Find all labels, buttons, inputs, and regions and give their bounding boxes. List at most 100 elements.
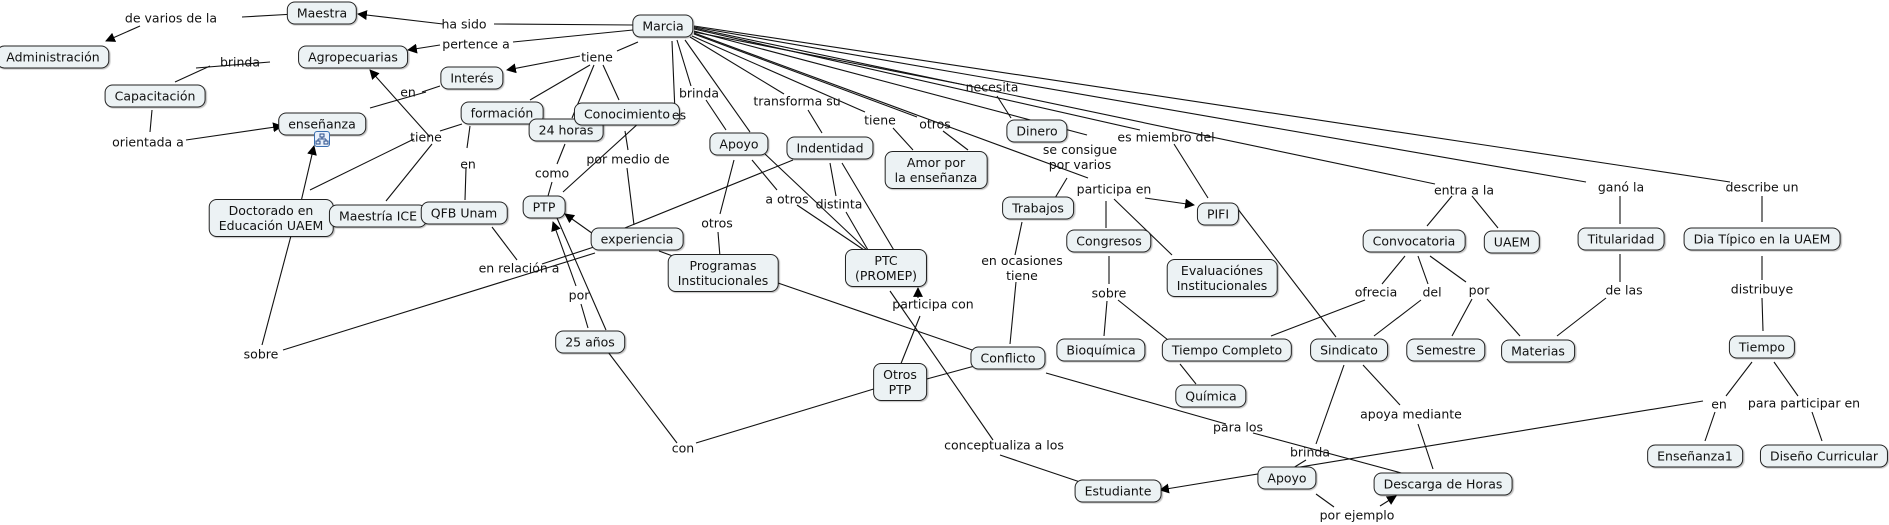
connection-line: [1113, 198, 1173, 256]
connection-line: [889, 290, 994, 441]
connection-line: [942, 130, 969, 151]
concept-node-marcia[interactable]: Marcia: [632, 14, 694, 38]
linking-phrase-tiene: tiene: [864, 112, 896, 128]
linking-phrase-en-relacion-a: en relación a: [478, 260, 560, 276]
connection-line: [493, 23, 634, 26]
connection-line: [764, 153, 871, 254]
linking-phrase-es-miembro-del: es miembro del: [1117, 129, 1215, 145]
concept-node-estudiante[interactable]: Estudiante: [1074, 479, 1162, 503]
concept-map-link-icon[interactable]: [314, 131, 330, 147]
connection-line: [1315, 364, 1345, 445]
concept-node-programas-institucionales[interactable]: Programas Institucionales: [667, 254, 779, 292]
connection-line: [1761, 297, 1764, 332]
linking-phrase-describe-un: describe un: [1725, 179, 1799, 195]
concept-node-diseno-curricular[interactable]: Diseño Curricular: [1759, 444, 1889, 468]
concept-node-congresos[interactable]: Congresos: [1066, 229, 1152, 253]
concept-node-apoyo-2[interactable]: Apoyo: [1257, 466, 1317, 490]
connection-line: [693, 25, 1731, 183]
linking-phrase-participa-en: participa en: [1076, 181, 1152, 197]
connection-line: [829, 162, 837, 197]
linking-phrase-ofrecia: ofrecia: [1354, 284, 1398, 300]
concept-node-convocatoria[interactable]: Convocatoria: [1362, 229, 1466, 253]
connection-line: [626, 167, 635, 226]
concept-node-tiempo[interactable]: Tiempo: [1728, 335, 1796, 359]
concept-node-doctorado[interactable]: Doctorado en Educación UAEM: [208, 199, 334, 237]
concept-node-ptp[interactable]: PTP: [522, 195, 566, 219]
concept-node-indentidad[interactable]: Indentidad: [786, 136, 874, 160]
linking-phrase-gano-la: ganó la: [1597, 179, 1645, 195]
linking-phrase-en: en: [1711, 396, 1727, 412]
connection-line: [892, 127, 914, 151]
connection-line: [676, 39, 692, 87]
concept-node-ensenanza1[interactable]: Enseñanza1: [1647, 444, 1743, 468]
concept-node-interes[interactable]: Interés: [440, 66, 504, 90]
concept-node-25-anos[interactable]: 25 años: [555, 330, 625, 354]
concept-node-evaluaciones[interactable]: Evaluaciónes Institucionales: [1166, 259, 1278, 297]
concept-node-agropecuarias[interactable]: Agropecuarias: [298, 45, 408, 69]
concept-node-ptc-promep[interactable]: PTC (PROMEP): [844, 249, 928, 287]
concept-node-conflicto[interactable]: Conflicto: [970, 346, 1046, 370]
linking-phrase-entra-a-la: entra a la: [1433, 182, 1495, 198]
concept-node-amor-ensenanza[interactable]: Amor por la enseñanza: [884, 151, 988, 189]
linking-phrase-en: en: [460, 156, 476, 172]
linking-phrase-por: por: [568, 287, 590, 303]
linking-phrase-como: como: [534, 165, 570, 181]
concept-node-semestre[interactable]: Semestre: [1406, 338, 1486, 362]
connection-line: [1173, 143, 1209, 199]
concept-node-quimica[interactable]: Química: [1175, 384, 1247, 408]
connection-line: [1009, 281, 1017, 345]
connection-line: [1417, 423, 1434, 470]
linking-phrase-es: es: [671, 107, 687, 123]
connection-line: [1117, 299, 1169, 341]
concept-node-qfb-unam[interactable]: QFB Unam: [420, 201, 508, 225]
concept-node-capacitacion[interactable]: Capacitación: [104, 84, 206, 108]
connection-line: [693, 32, 1089, 179]
connection-line: [616, 41, 639, 52]
linking-phrase-a-otros: a otros: [765, 191, 809, 207]
linking-phrase-brinda: brinda: [1289, 444, 1331, 460]
connection-line: [105, 25, 141, 42]
concept-node-sindicato[interactable]: Sindicato: [1310, 338, 1388, 362]
concept-node-uaem[interactable]: UAEM: [1483, 230, 1541, 254]
connection-line: [999, 454, 1087, 485]
concept-node-dia-tipico[interactable]: Dia Típico en la UAEM: [1683, 227, 1841, 251]
concept-node-titularidad[interactable]: Titularidad: [1577, 227, 1665, 251]
concept-node-tiempo-completo[interactable]: Tiempo Completo: [1161, 338, 1293, 362]
linking-phrase-necesita: necesita: [965, 79, 1019, 95]
concept-node-otros-ptp[interactable]: Otros PTP: [873, 363, 927, 401]
concept-node-ensenanza[interactable]: enseñanza: [278, 112, 366, 136]
concept-node-maestra[interactable]: Maestra: [286, 1, 358, 25]
connection-line: [309, 138, 415, 191]
connection-line: [1252, 432, 1406, 475]
connection-line: [695, 387, 878, 444]
connection-line: [1773, 361, 1799, 397]
concept-node-conocimiento[interactable]: Conocimiento: [573, 102, 681, 126]
concept-node-trabajos[interactable]: Trabajos: [1002, 196, 1074, 220]
concept-node-administracion[interactable]: Administración: [0, 45, 110, 69]
concept-node-apoyo[interactable]: Apoyo: [709, 132, 769, 156]
concept-node-maestria-ice[interactable]: Maestría ICE: [328, 204, 428, 228]
connection-line: [796, 204, 871, 255]
concept-node-materias[interactable]: Materias: [1501, 339, 1575, 363]
linking-phrase-de-las: de las: [1605, 282, 1643, 298]
concept-node-formacion[interactable]: formación: [460, 101, 544, 125]
connection-line: [717, 231, 721, 258]
linking-phrase-para-los: para los: [1213, 419, 1263, 435]
concept-node-experiencia[interactable]: experiencia: [590, 227, 684, 251]
connection-line: [1725, 361, 1753, 397]
connection-line: [602, 64, 620, 101]
connection-line: [421, 85, 441, 93]
connection-line: [1362, 364, 1401, 406]
connection-line: [491, 226, 518, 261]
connection-line: [556, 143, 566, 165]
connection-line: [1054, 177, 1068, 199]
connection-line: [261, 231, 293, 346]
linking-phrase-tiene: tiene: [410, 129, 442, 145]
concept-node-bioquimica[interactable]: Bioquímica: [1056, 338, 1146, 362]
concept-node-dinero[interactable]: Dinero: [1006, 119, 1068, 143]
linking-phrase-por: por: [1468, 282, 1490, 298]
connection-line: [299, 145, 317, 207]
connection-line: [624, 130, 629, 151]
concept-node-descarga-horas[interactable]: Descarga de Horas: [1373, 472, 1513, 496]
concept-node-pifi[interactable]: PIFI: [1196, 202, 1240, 226]
